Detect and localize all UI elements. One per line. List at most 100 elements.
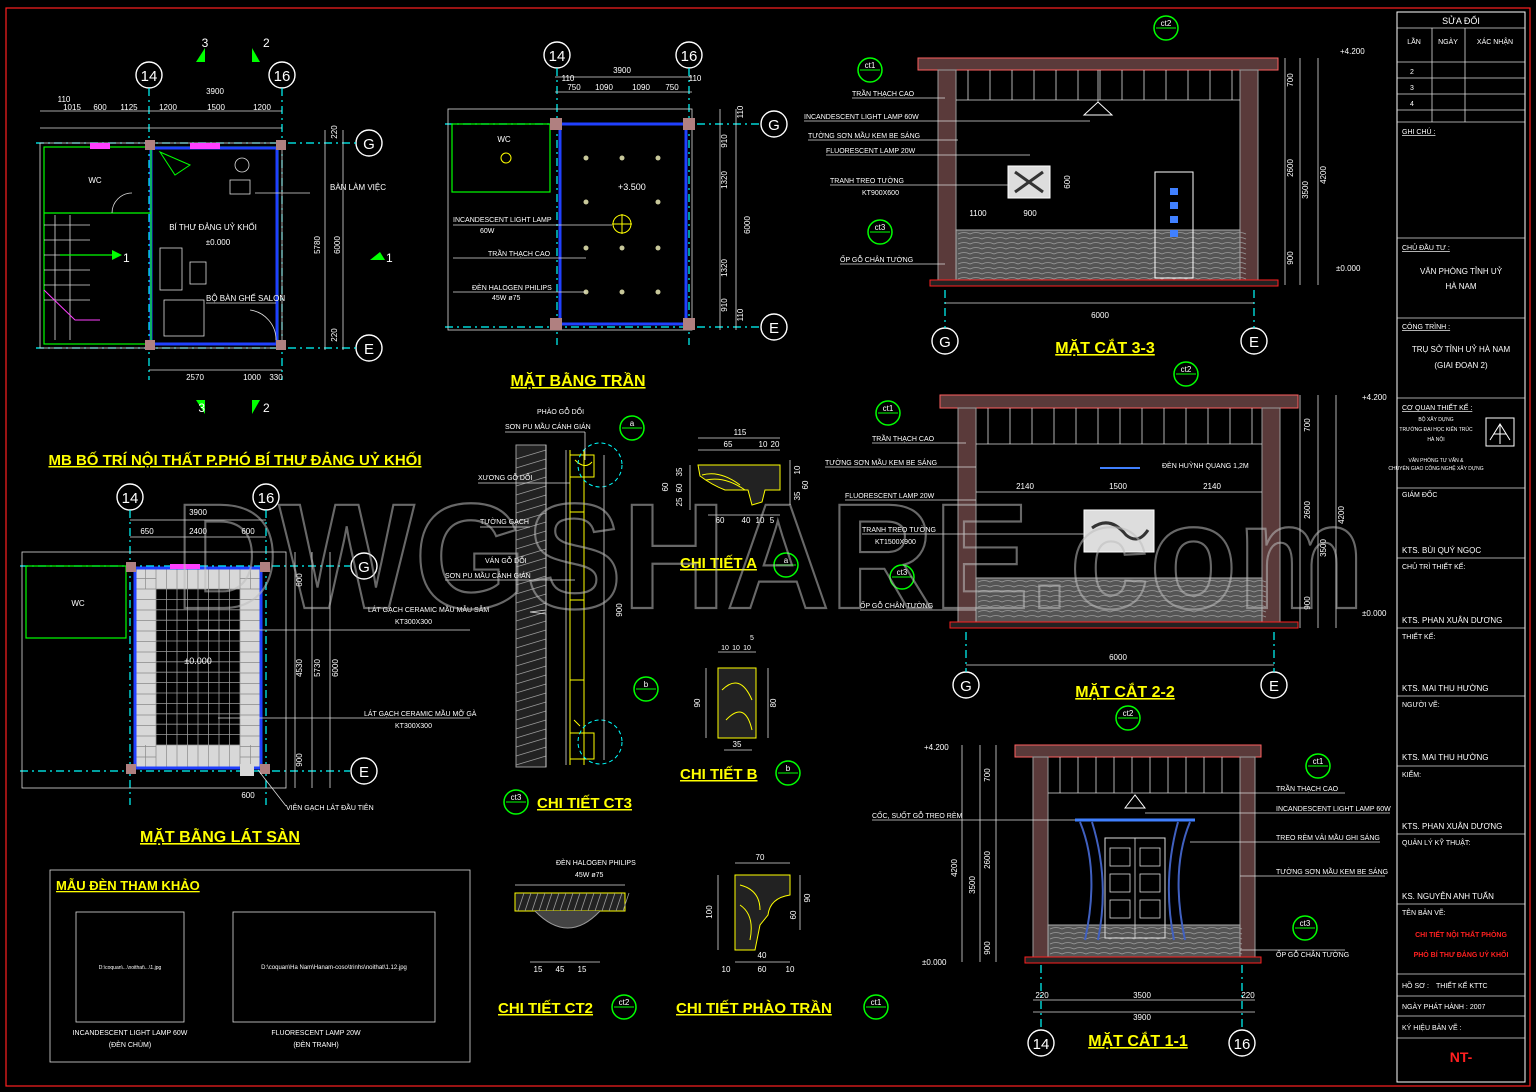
detail-tag-ct3 <box>503 789 529 815</box>
svg-text:ỐP GỖ CHÂN TƯỜNG: ỐP GỖ CHÂN TƯỜNG <box>860 600 933 610</box>
svg-text:4200: 4200 <box>950 859 959 877</box>
watermark: DWGSHARE.com <box>175 472 1365 640</box>
svg-text:CHUYỂN GIAO CÔNG NGHỆ XÂY DỰNG: CHUYỂN GIAO CÔNG NGHỆ XÂY DỰNG <box>1388 464 1483 472</box>
svg-text:2400: 2400 <box>189 527 207 536</box>
svg-text:KIỂM:: KIỂM: <box>1402 770 1421 779</box>
svg-text:TRANH TREO TƯỜNG: TRANH TREO TƯỜNG <box>830 176 904 185</box>
svg-text:2140: 2140 <box>1203 482 1221 491</box>
svg-text:KTS. PHAN XUÂN DƯƠNG: KTS. PHAN XUÂN DƯƠNG <box>1402 616 1502 625</box>
svg-text:TRANH TREO TƯỜNG: TRANH TREO TƯỜNG <box>862 525 936 534</box>
svg-text:110: 110 <box>736 105 745 118</box>
svg-text:KS. NGUYỄN ANH TUẤN: KS. NGUYỄN ANH TUẤN <box>1402 891 1494 901</box>
svg-text:220: 220 <box>330 328 339 342</box>
svg-text:ỐP GỖ CHÂN TƯỜNG: ỐP GỖ CHÂN TƯỜNG <box>840 254 913 264</box>
svg-text:60: 60 <box>661 482 670 491</box>
svg-text:KT900X600: KT900X600 <box>862 190 899 197</box>
svg-text:5: 5 <box>770 516 775 525</box>
svg-text:E: E <box>359 764 369 781</box>
svg-text:45: 45 <box>556 965 565 974</box>
svg-text:TƯỜNG GẠCH: TƯỜNG GẠCH <box>480 517 529 526</box>
svg-text:1015: 1015 <box>63 103 81 112</box>
svg-text:910: 910 <box>720 298 729 312</box>
svg-text:2600: 2600 <box>1303 501 1312 519</box>
svg-text:NGÀY: NGÀY <box>1438 37 1458 46</box>
title-block: SỬA ĐỔI LẦN NGÀY XÁC NHẬN 2 3 4 GHI CHÚ … <box>1388 11 1526 1083</box>
svg-text:90: 90 <box>693 698 702 707</box>
svg-text:ĐÈN HALOGEN PHILIPS: ĐÈN HALOGEN PHILIPS <box>472 283 552 292</box>
svg-text:TƯỜNG SƠN MẦU KEM BE SÁNG: TƯỜNG SƠN MẦU KEM BE SÁNG <box>808 130 920 140</box>
drawing-code: NT- <box>1450 1049 1473 1065</box>
svg-text:THIẾT KẾ:: THIẾT KẾ: <box>1402 631 1435 641</box>
svg-text:VĂN PHÒNG TỈNH UỶ: VĂN PHÒNG TỈNH UỶ <box>1420 267 1503 276</box>
svg-text:220: 220 <box>1035 991 1049 1000</box>
svg-text:60: 60 <box>758 965 767 974</box>
svg-text:5: 5 <box>750 635 754 642</box>
svg-text:+4.200: +4.200 <box>924 743 949 752</box>
svg-text:FLUORESCENT LAMP 20W: FLUORESCENT LAMP 20W <box>845 493 935 500</box>
svg-text:35: 35 <box>733 740 742 749</box>
svg-text:(ĐÈN CHÙM): (ĐÈN CHÙM) <box>109 1040 151 1049</box>
svg-text:3: 3 <box>202 36 209 50</box>
svg-text:16: 16 <box>258 490 275 507</box>
title-plan-floor: MẶT BẰNG LÁT SÀN <box>140 827 300 846</box>
svg-text:700: 700 <box>1303 418 1312 432</box>
svg-text:VIÊN GẠCH LÁT ĐẦU TIÊN: VIÊN GẠCH LÁT ĐẦU TIÊN <box>286 802 374 812</box>
plan1-desk-label: BÀN LÀM VIỆC <box>330 183 386 192</box>
svg-text:LÁT GẠCH CERAMIC MẦU MẪU SẪM: LÁT GẠCH CERAMIC MẦU MẪU SẪM <box>368 604 489 614</box>
svg-text:CỐC, SUỐT GỖ TREO RÈM: CỐC, SUỐT GỖ TREO RÈM <box>872 810 963 820</box>
svg-text:35: 35 <box>793 491 802 500</box>
svg-text:NGƯỜI VẼ:: NGƯỜI VẼ: <box>1402 700 1440 709</box>
svg-text:25: 25 <box>675 497 684 506</box>
svg-text:60: 60 <box>675 483 684 492</box>
svg-text:HỒ SƠ :: HỒ SƠ : <box>1402 980 1429 990</box>
svg-text:15: 15 <box>534 965 543 974</box>
svg-text:PHÓ BÍ THƯ ĐẢNG UỶ KHỐI: PHÓ BÍ THƯ ĐẢNG UỶ KHỐI <box>1414 949 1509 959</box>
section-2-2: 2140 1500 2140 ĐÈN HUỲNH QUANG 1,2M G E … <box>825 393 1387 701</box>
svg-text:60: 60 <box>801 480 810 489</box>
svg-text:HÀ NỘI: HÀ NỘI <box>1427 436 1444 443</box>
svg-text:40: 40 <box>758 951 767 960</box>
svg-text:BỘ XÂY DỰNG: BỘ XÂY DỰNG <box>1418 416 1453 423</box>
plan1-room-label: BÍ THƯ ĐẢNG UỶ KHỐI <box>169 222 257 232</box>
svg-text:10: 10 <box>793 465 802 474</box>
svg-text:2600: 2600 <box>983 851 992 869</box>
svg-text:5730: 5730 <box>313 659 322 677</box>
svg-text:THIẾT KẾ KTTC: THIẾT KẾ KTTC <box>1436 980 1488 990</box>
svg-text:3: 3 <box>1410 85 1414 92</box>
svg-text:GIÁM ĐỐC: GIÁM ĐỐC <box>1402 489 1437 499</box>
svg-text:16: 16 <box>681 48 698 65</box>
svg-text:TƯỜNG SƠN MẦU KEM BE SÁNG: TƯỜNG SƠN MẦU KEM BE SÁNG <box>825 457 937 467</box>
architecture-school-logo-icon <box>1485 417 1515 447</box>
svg-text:600: 600 <box>241 527 255 536</box>
svg-text:GHI CHÚ :: GHI CHÚ : <box>1402 127 1436 136</box>
svg-text:G: G <box>768 117 780 134</box>
title-detail-phao-tran: CHI TIẾT PHÀO TRẦN <box>676 1000 832 1017</box>
svg-text:1500: 1500 <box>1109 482 1127 491</box>
detail-tag-label: ct3 <box>1300 919 1311 928</box>
svg-text:220: 220 <box>330 125 339 139</box>
svg-text:2600: 2600 <box>1286 159 1295 177</box>
title-lamps: MẪU ĐÈN THAM KHẢO <box>56 878 200 893</box>
svg-text:70: 70 <box>756 853 765 862</box>
svg-text:60: 60 <box>716 516 725 525</box>
svg-text:110: 110 <box>689 74 702 83</box>
grid-16-label: 16 <box>274 68 291 85</box>
svg-text:1500: 1500 <box>207 103 225 112</box>
svg-text:5780: 5780 <box>313 236 322 254</box>
svg-text:900: 900 <box>295 753 304 767</box>
svg-text:TRẦN THẠCH CAO: TRẦN THẠCH CAO <box>488 248 551 258</box>
svg-text:KTS. MAI THU HƯỜNG: KTS. MAI THU HƯỜNG <box>1402 684 1488 693</box>
svg-text:10: 10 <box>756 516 765 525</box>
svg-text:4200: 4200 <box>1319 166 1328 184</box>
detail-tag-label: ct1 <box>883 404 894 413</box>
svg-text:XÁC NHẬN: XÁC NHẬN <box>1477 37 1513 46</box>
title-plan-furniture: MB BỐ TRÍ NỘI THẤT P.PHÓ BÍ THƯ ĐẢNG UỶ … <box>48 451 421 469</box>
title-section-1-1: MẶT CẮT 1-1 <box>1088 1031 1188 1050</box>
detail-tag-a <box>619 415 645 441</box>
svg-text:14: 14 <box>1033 1036 1050 1053</box>
detail-tag-ct2 <box>1173 361 1199 387</box>
detail-tag-label: ct2 <box>619 998 630 1007</box>
svg-text:3900: 3900 <box>189 508 207 517</box>
svg-text:1320: 1320 <box>720 171 729 189</box>
svg-text:1100: 1100 <box>969 209 987 218</box>
